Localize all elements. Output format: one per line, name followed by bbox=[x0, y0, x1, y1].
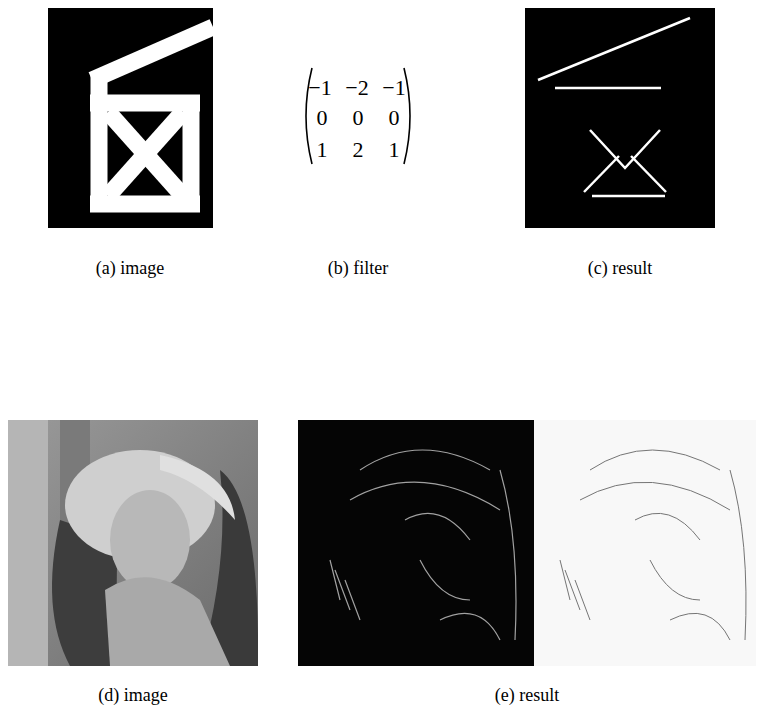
matrix-entry: −1 bbox=[308, 75, 331, 101]
matrix-entry: 2 bbox=[353, 137, 364, 163]
subfigure-caption: (a) image bbox=[96, 258, 164, 279]
matrix-entry: 0 bbox=[353, 105, 364, 131]
matrix-entry: 0 bbox=[317, 105, 328, 131]
subfigure-caption: (d) image bbox=[98, 685, 167, 706]
edge-map-dark bbox=[298, 420, 534, 666]
matrix-entry: 1 bbox=[389, 137, 400, 163]
subfigure-caption: (e) result bbox=[495, 685, 559, 706]
matrix-entry: 0 bbox=[389, 105, 400, 131]
subfigure-caption: (b) filter bbox=[328, 258, 388, 279]
matrix-brackets bbox=[306, 68, 410, 164]
portrait-image bbox=[8, 420, 258, 666]
matrix-entry: 1 bbox=[317, 137, 328, 163]
matrix-entry: −2 bbox=[345, 75, 368, 101]
subfigure-caption: (c) result bbox=[588, 258, 652, 279]
edge-result-image bbox=[525, 8, 715, 228]
edge-map-light bbox=[534, 420, 756, 666]
matrix-entry: −1 bbox=[382, 75, 405, 101]
shape-image bbox=[48, 8, 213, 228]
